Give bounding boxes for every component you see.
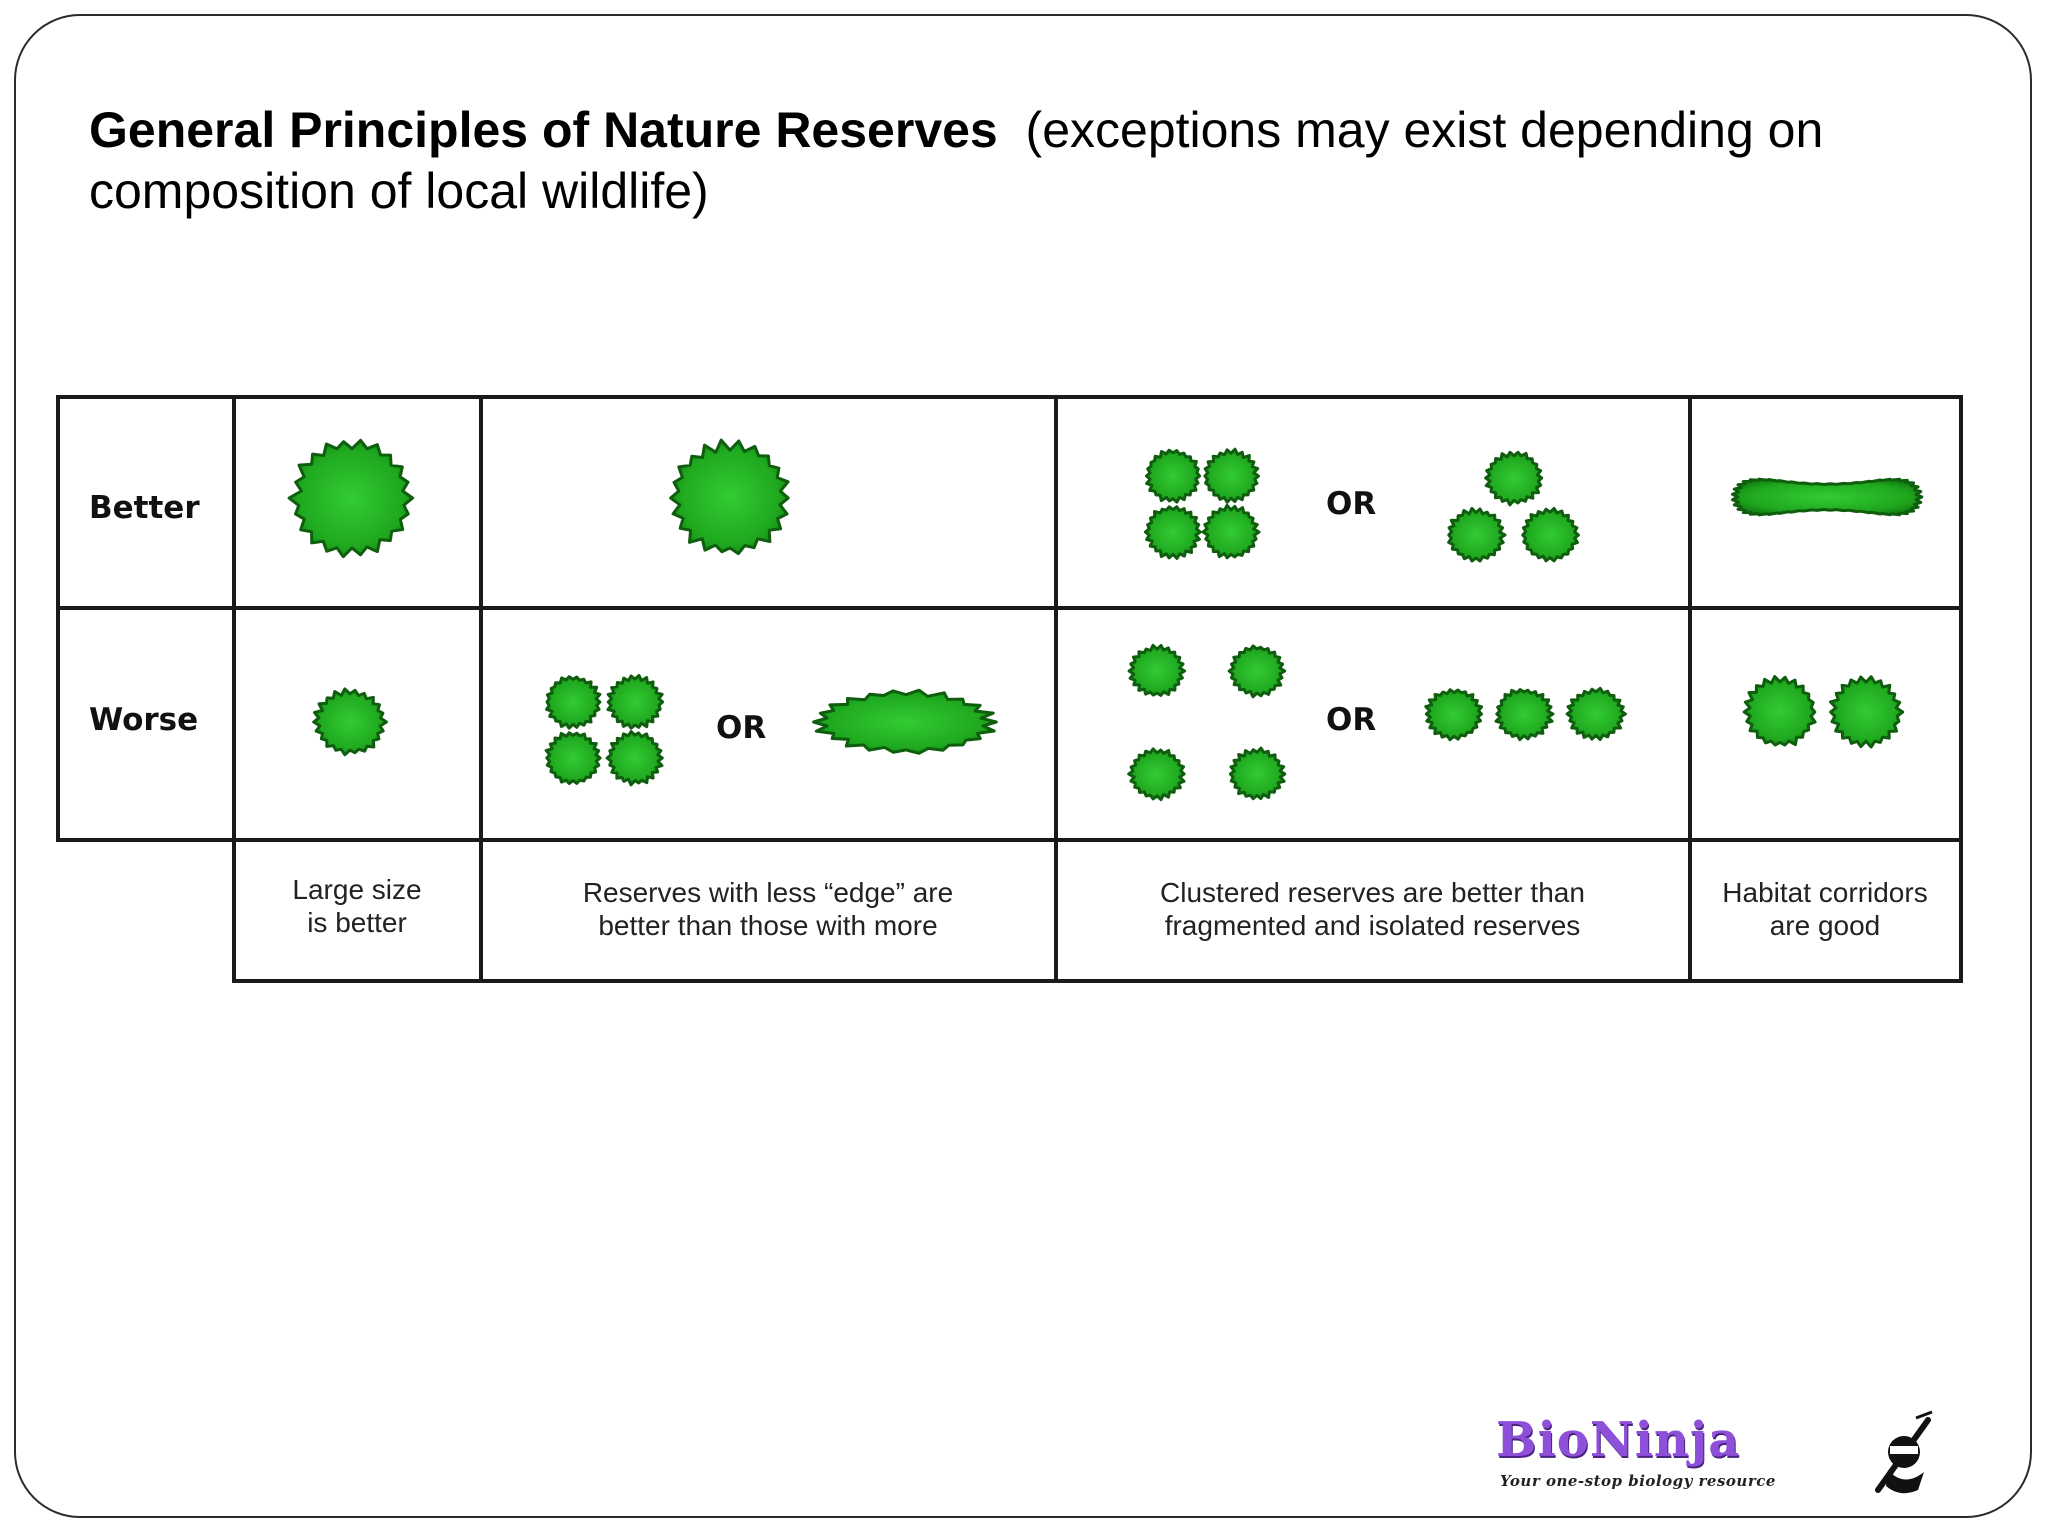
reserve-grouped-square-1 (545, 675, 602, 730)
reserve-cluster-triangle-1 (1484, 450, 1544, 507)
title-bold: General Principles of Nature Reserves (89, 102, 998, 158)
logo-name: BioNinja (1496, 1412, 1741, 1468)
reserve-grouped-square-4 (605, 730, 664, 787)
reserve-isolated-row-2 (1494, 688, 1555, 742)
row-label-better: Better (89, 490, 200, 526)
reserve-compact (669, 438, 790, 556)
reserve-unconnected-1 (1742, 675, 1817, 747)
slide-frame (14, 14, 2032, 1518)
reserve-fragmented-4 (1228, 746, 1287, 801)
title-rest: (exceptions may exist depending on compo… (89, 102, 1824, 219)
reserve-shapes (287, 438, 1924, 802)
or-label-cluster-worse: OR (1326, 702, 1377, 738)
caption-cluster: Clustered reserves are better than fragm… (1160, 877, 1585, 941)
reserve-cluster-square-4 (1201, 503, 1261, 560)
reserve-cluster-square-3 (1143, 505, 1202, 560)
reserve-grouped-square-2 (606, 674, 665, 730)
reserve-cluster-square-1 (1145, 448, 1202, 504)
or-label-edge-worse: OR (716, 710, 767, 746)
bioninja-logo: BioNinja Your one-stop biology resource (1496, 1410, 1956, 1502)
reserve-large (287, 438, 415, 559)
reserve-unconnected-2 (1829, 675, 1905, 749)
reserve-cluster-square-2 (1203, 447, 1260, 504)
reserve-fragmented-2 (1227, 644, 1287, 699)
ninja-icon (1875, 1410, 1933, 1494)
caption-size: Large size is better (292, 874, 422, 938)
reserve-cluster-triangle-2 (1447, 506, 1507, 563)
or-label-cluster-better: OR (1326, 486, 1377, 522)
row-label-worse: Worse (89, 702, 199, 738)
reserve-cluster-triangle-3 (1521, 507, 1580, 563)
reserve-small (312, 687, 388, 757)
reserve-fragmented-1 (1127, 643, 1187, 697)
reserve-fragmented-3 (1127, 747, 1186, 802)
reserve-isolated-row-3 (1565, 686, 1627, 742)
reserve-grouped-square-3 (544, 731, 602, 785)
logo-tagline: Your one-stop biology resource (1500, 1472, 1776, 1490)
caption-corridor: Habitat corridors are good (1722, 877, 1928, 941)
table-grid (56, 395, 1963, 983)
slide-title: General Principles of Nature Reserves (e… (89, 100, 1939, 222)
caption-edge: Reserves with less “edge” are better tha… (582, 877, 954, 941)
reserve-isolated-row-1 (1424, 688, 1484, 742)
reserve-corridor (1731, 477, 1924, 517)
reserve-elongated (812, 688, 998, 755)
